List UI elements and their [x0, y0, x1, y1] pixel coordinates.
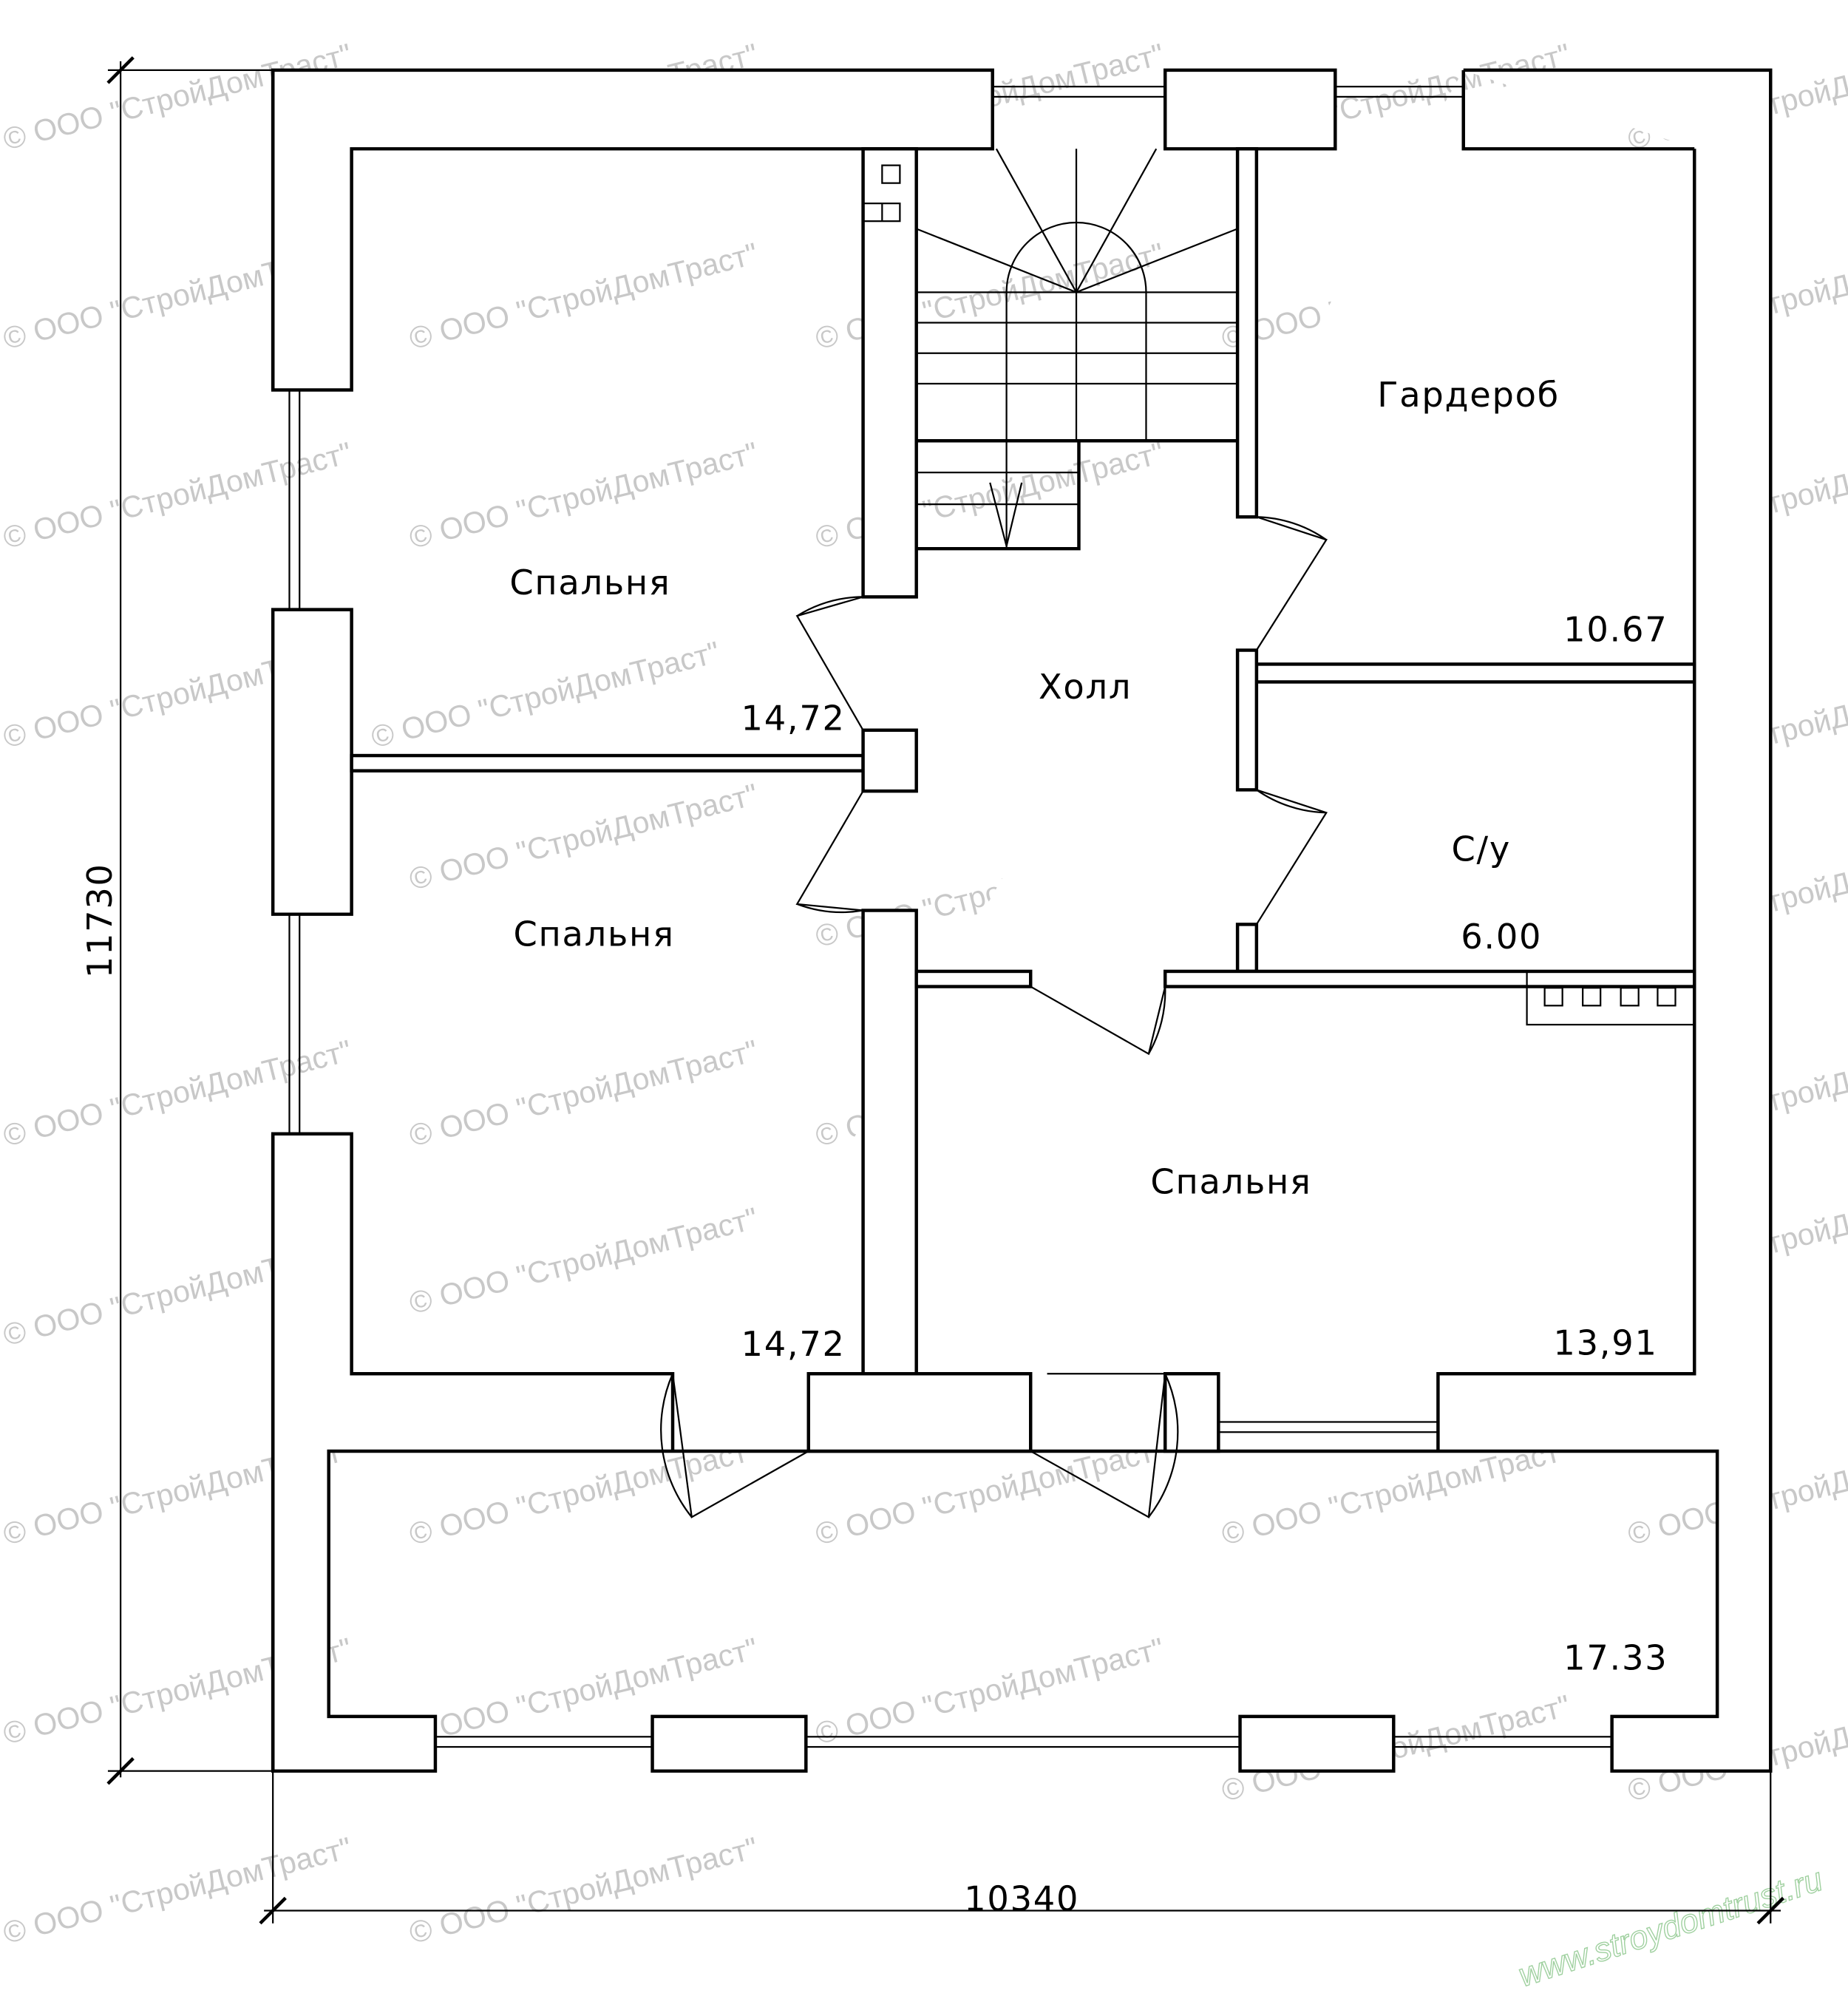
room-area-bedroom-2: 14,72 — [741, 1324, 846, 1364]
dimension-height: 11730 — [80, 863, 120, 978]
dimension-lines — [106, 56, 1785, 1925]
watermark-text: © ООО "СтройДомТраст" — [406, 237, 761, 356]
room-area-terrace: 17.33 — [1563, 1637, 1668, 1677]
room-label-bathroom: С/у — [1451, 829, 1511, 869]
watermark-text: © ООО "СтройДомТраст" — [0, 435, 355, 555]
watermark-text: © ООО "СтройДомТраст" — [368, 635, 723, 755]
watermark-text: © ООО "СтройДомТраст" — [406, 1033, 761, 1153]
watermark-text: © ООО "СтройДомТраст" — [0, 1830, 355, 1950]
doors — [660, 516, 1328, 1519]
watermark-text: © ООО "СтройДомТраст" — [812, 1632, 1167, 1751]
watermark-text: © ООО "СтройДомТраст" — [406, 777, 761, 897]
staircase — [916, 148, 1238, 551]
room-label-bedroom-3: Спальня — [1150, 1161, 1311, 1201]
room-area-bedroom-3: 13,91 — [1553, 1323, 1657, 1362]
room-area-bedroom-1: 14,72 — [741, 699, 846, 739]
room-label-bedroom-1: Спальня — [509, 563, 670, 602]
room-label-bedroom-2: Спальня — [513, 914, 674, 954]
room-area-bathroom: 6.00 — [1461, 917, 1542, 957]
watermark-text: © ООО "СтройДомТраст" — [406, 435, 761, 555]
watermark-text: © ООО "СтройДомТраст" — [406, 1830, 761, 1950]
watermark-site: www.stroydomtrust.ru — [1514, 1861, 1827, 1994]
walls — [271, 68, 1773, 1773]
room-area-wardrobe: 10.67 — [1563, 610, 1668, 650]
watermark-text: © ООО "СтройДомТраст" — [406, 1201, 761, 1321]
dimension-width: 10340 — [964, 1879, 1079, 1919]
room-label-wardrobe: Гардероб — [1377, 375, 1560, 415]
room-label-hall: Холл — [1039, 667, 1132, 707]
